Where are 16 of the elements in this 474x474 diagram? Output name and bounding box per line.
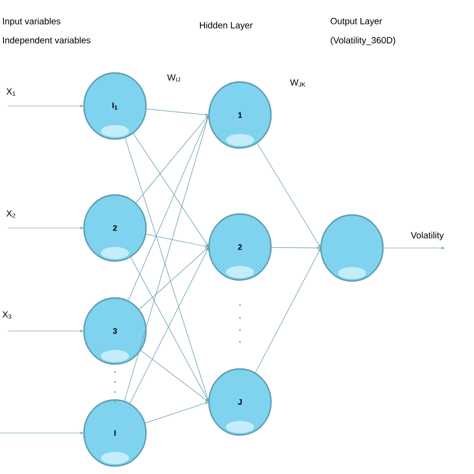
- label-text: X$_{3}$: [2, 311, 12, 319]
- label-text: W$_{JK}$: [290, 79, 306, 87]
- label-text: X$_{1}$: [6, 88, 16, 96]
- label-text: (Volatility_360D): [330, 36, 396, 46]
- edge-label: Volatility: [410, 232, 444, 240]
- label-text: Output Layer: [330, 18, 382, 26]
- neuron-circle: [320, 214, 384, 282]
- arrow: [132, 132, 209, 247]
- label-text: Input variables: [3, 18, 60, 26]
- arrow: [256, 142, 321, 248]
- arrow: [254, 248, 321, 374]
- label-text: W$_{IJ}$: [167, 74, 180, 82]
- label-text: Hidden Layer: [200, 22, 253, 30]
- label-text: X$_{2}$: [6, 210, 16, 218]
- arrow: [135, 115, 209, 204]
- label-text: Independent variables: [3, 36, 90, 46]
